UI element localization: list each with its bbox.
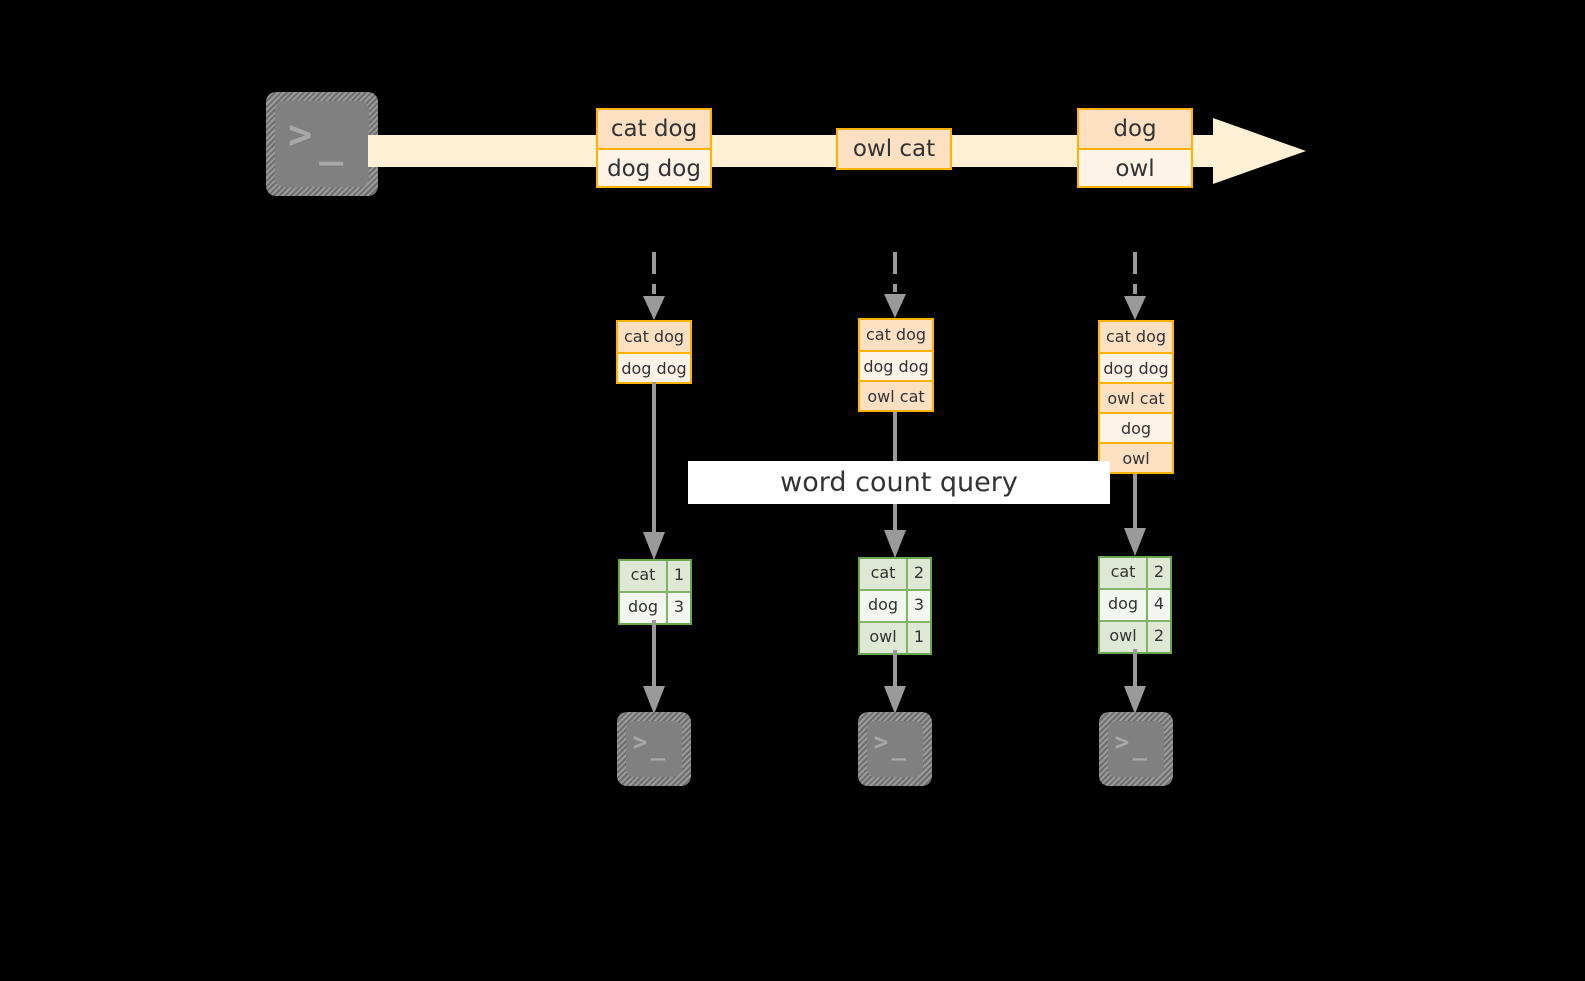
record-line: dog dog (618, 352, 690, 382)
table-row: dog 3 (620, 591, 690, 623)
word-cell: dog (620, 593, 666, 623)
table-row: dog 4 (1100, 588, 1170, 620)
word-cell: owl (860, 623, 906, 653)
dashed-down-arrow-icon-2 (884, 252, 906, 318)
record-line: dog dog (860, 350, 932, 380)
word-count-result-2: cat 2 dog 3 owl 1 (858, 557, 932, 655)
record-line: owl cat (838, 130, 950, 168)
word-cell: dog (1100, 590, 1146, 620)
record-line: dog dog (1100, 352, 1172, 382)
record-line: cat dog (618, 322, 690, 352)
table-row: dog 3 (860, 589, 930, 621)
count-cell: 3 (666, 593, 690, 623)
terminal-cursor-glyph: _ (1132, 733, 1148, 761)
accumulated-state-1: cat dog dog dog (616, 320, 692, 384)
record-line: dog (1079, 110, 1191, 148)
stream-record-1: cat dog dog dog (596, 108, 712, 188)
word-count-query-label: word count query (688, 461, 1110, 504)
record-line: owl (1100, 442, 1172, 472)
sink-connector-2 (884, 650, 906, 714)
word-cell: cat (1100, 558, 1146, 588)
record-line: owl cat (860, 380, 932, 410)
terminal-cursor-glyph: _ (891, 733, 907, 761)
label-text: word count query (780, 467, 1018, 498)
record-line: owl (1079, 148, 1191, 186)
count-cell: 1 (906, 623, 930, 653)
query-connector-1 (643, 382, 665, 560)
sink-connector-1 (643, 620, 665, 714)
word-cell: dog (860, 591, 906, 621)
dashed-down-arrow-icon-3 (1124, 252, 1146, 320)
table-row: cat 2 (1100, 558, 1170, 588)
record-line: cat dog (1100, 322, 1172, 352)
sink-terminal-icon-3: > _ (1099, 712, 1173, 786)
terminal-prompt-glyph: > (1114, 727, 1130, 756)
stream-record-3: dog owl (1077, 108, 1193, 188)
table-row: owl 2 (1100, 620, 1170, 652)
dashed-down-arrow-icon-1 (643, 252, 665, 320)
record-line: owl cat (1100, 382, 1172, 412)
record-line: dog (1100, 412, 1172, 442)
count-cell: 2 (1146, 558, 1170, 588)
word-cell: cat (860, 559, 906, 589)
sink-connector-3 (1124, 649, 1146, 714)
query-connector-3 (1124, 474, 1146, 556)
accumulated-state-2: cat dog dog dog owl cat (858, 318, 934, 412)
terminal-screen: > _ (867, 721, 923, 777)
terminal-prompt-glyph: > (288, 111, 313, 158)
word-cell: owl (1100, 622, 1146, 652)
word-count-result-3: cat 2 dog 4 owl 2 (1098, 556, 1172, 654)
terminal-screen: > _ (275, 101, 369, 187)
sink-terminal-icon-2: > _ (858, 712, 932, 786)
table-row: cat 1 (620, 561, 690, 591)
terminal-prompt-glyph: > (632, 727, 648, 756)
terminal-cursor-glyph: _ (319, 120, 344, 167)
table-row: owl 1 (860, 621, 930, 653)
accumulated-state-3: cat dog dog dog owl cat dog owl (1098, 320, 1174, 474)
count-cell: 4 (1146, 590, 1170, 620)
count-cell: 2 (1146, 622, 1170, 652)
record-line: dog dog (598, 148, 710, 186)
word-cell: cat (620, 561, 666, 591)
terminal-prompt-glyph: > (873, 727, 889, 756)
terminal-screen: > _ (1108, 721, 1164, 777)
table-row: cat 2 (860, 559, 930, 589)
count-cell: 3 (906, 591, 930, 621)
record-line: cat dog (598, 110, 710, 148)
terminal-screen: > _ (626, 721, 682, 777)
word-count-result-1: cat 1 dog 3 (618, 559, 692, 625)
record-line: cat dog (860, 320, 932, 350)
sink-terminal-icon-1: > _ (617, 712, 691, 786)
stream-record-2: owl cat (836, 128, 952, 170)
source-terminal-icon: > _ (266, 92, 378, 196)
count-cell: 1 (666, 561, 690, 591)
count-cell: 2 (906, 559, 930, 589)
terminal-cursor-glyph: _ (650, 733, 666, 761)
